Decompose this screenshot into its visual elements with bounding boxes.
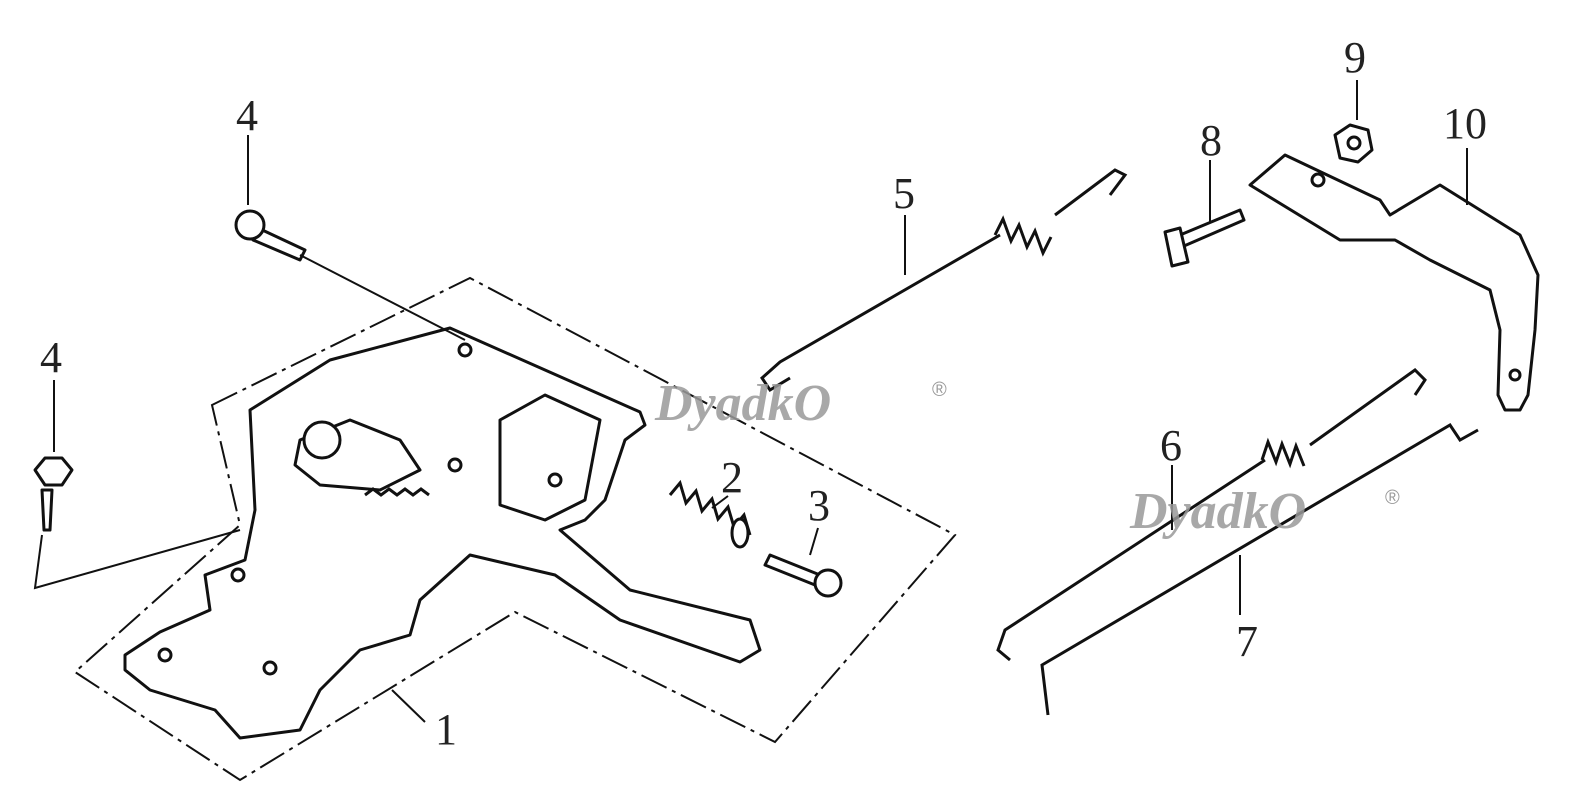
- watermark-registered-mark: ®: [932, 379, 947, 401]
- label-part-10: 10: [1443, 99, 1487, 148]
- label-part-9: 9: [1344, 33, 1366, 82]
- label-part-4-upper: 4: [236, 91, 258, 140]
- part-4-bolt-left: [33, 456, 74, 532]
- label-part-6: 6: [1160, 421, 1182, 470]
- part-5-spring-rod: [760, 168, 1128, 393]
- label-part-3: 3: [808, 481, 830, 530]
- part-7-rod: [1040, 422, 1479, 716]
- label-part-7: 7: [1236, 617, 1258, 666]
- part-2-spring: [668, 479, 752, 549]
- assembly-boundary: [73, 276, 957, 782]
- label-part-4-left: 4: [40, 333, 62, 382]
- part-8-bolt: [1163, 208, 1246, 268]
- leader-lines: [33, 80, 1468, 723]
- watermark-text: DyadkO: [654, 375, 831, 432]
- part-1-control-plate: [123, 326, 762, 740]
- part-9-nut: [1333, 123, 1374, 164]
- part-6-spring-rod: [996, 368, 1427, 662]
- nut-icon: [302, 420, 342, 460]
- part-3-screw: [763, 553, 843, 598]
- label-part-8: 8: [1200, 116, 1222, 165]
- watermark-text: DyadkO: [1129, 483, 1306, 540]
- label-part-2: 2: [721, 453, 743, 502]
- label-part-1: 1: [435, 705, 457, 754]
- watermark-registered-mark: ®: [1385, 487, 1400, 509]
- part-4-bolt-upper: [234, 209, 307, 262]
- label-part-5: 5: [893, 169, 915, 218]
- part-10-bracket: [1248, 153, 1540, 412]
